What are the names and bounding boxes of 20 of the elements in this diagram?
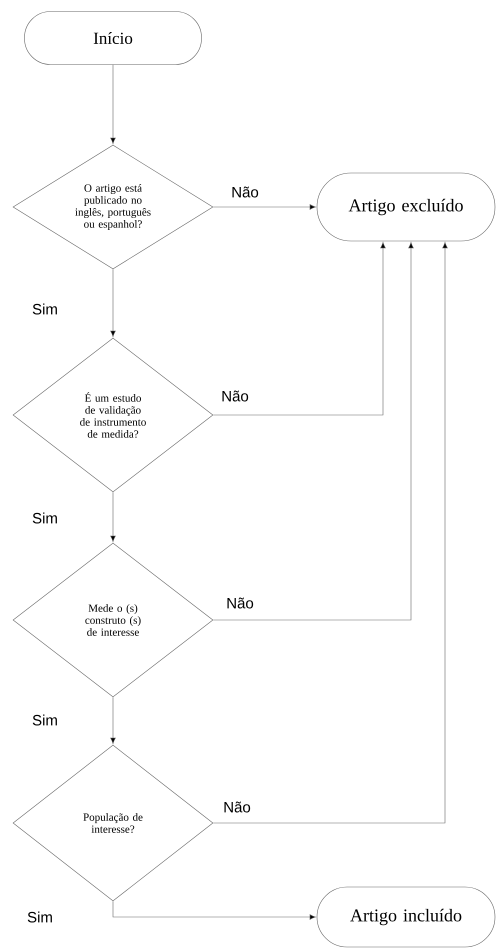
edge-label: Sim bbox=[32, 714, 57, 726]
arrow bbox=[110, 697, 116, 744]
arrow bbox=[110, 269, 116, 337]
arrow bbox=[213, 242, 386, 416]
edge-label: Sim bbox=[28, 912, 52, 922]
arrow bbox=[213, 204, 316, 210]
edge-label: Não bbox=[224, 802, 250, 812]
arrow bbox=[110, 492, 116, 542]
edge-label: Sim bbox=[32, 512, 57, 524]
terminal-box: Início bbox=[24, 11, 202, 65]
edge-label: Sim bbox=[32, 304, 57, 314]
arrow bbox=[112, 901, 316, 920]
arrow bbox=[213, 242, 448, 824]
arrow bbox=[110, 64, 116, 144]
terminal-box: Artigo excluído bbox=[316, 172, 496, 242]
arrow bbox=[213, 242, 414, 620]
edge-label: Não bbox=[227, 598, 254, 608]
edge-label: Não bbox=[222, 390, 248, 402]
edge-label: Não bbox=[232, 186, 258, 198]
terminal-box: Artigo incluído bbox=[316, 886, 496, 948]
